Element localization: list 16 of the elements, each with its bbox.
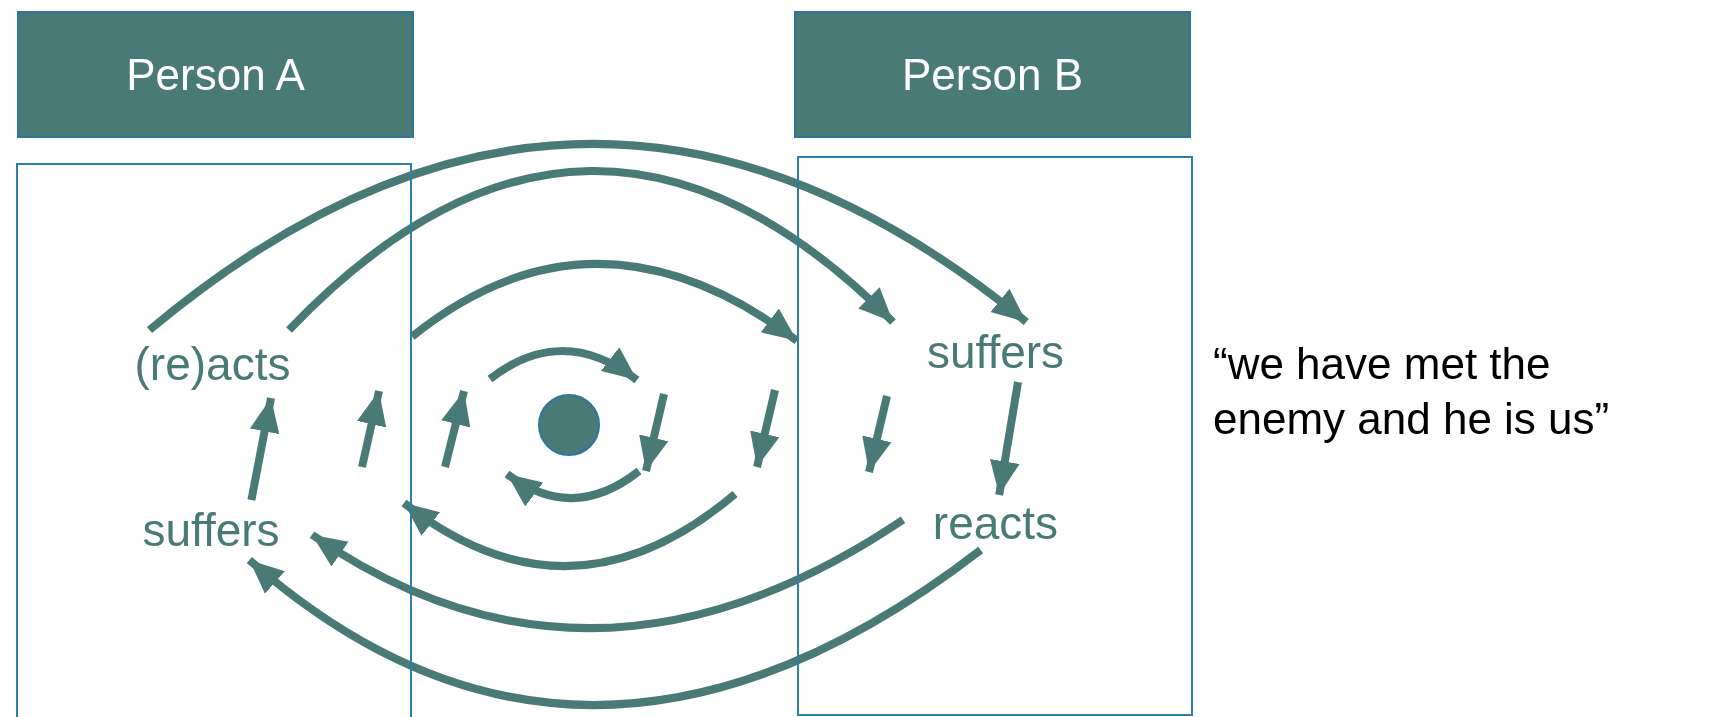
- verb-label: suffers: [893, 322, 1098, 382]
- arrow: [990, 381, 1022, 496]
- verb-label: (re)acts: [100, 330, 325, 398]
- verb-label: suffers: [110, 500, 312, 560]
- arrow: [247, 397, 280, 501]
- curved-arrow: [286, 167, 896, 333]
- person-header: Person B: [794, 11, 1191, 138]
- curved-arrow: [309, 516, 906, 632]
- verb-label: reacts: [903, 495, 1088, 550]
- quote-text: “we have met the enemy and he is us”: [1213, 338, 1611, 445]
- person-frame: [16, 163, 412, 717]
- person-frame: [797, 156, 1193, 716]
- curved-arrow: [147, 140, 1029, 334]
- curved-arrow: [409, 260, 800, 345]
- person-header: Person A: [17, 11, 414, 138]
- curved-arrow: [246, 546, 984, 709]
